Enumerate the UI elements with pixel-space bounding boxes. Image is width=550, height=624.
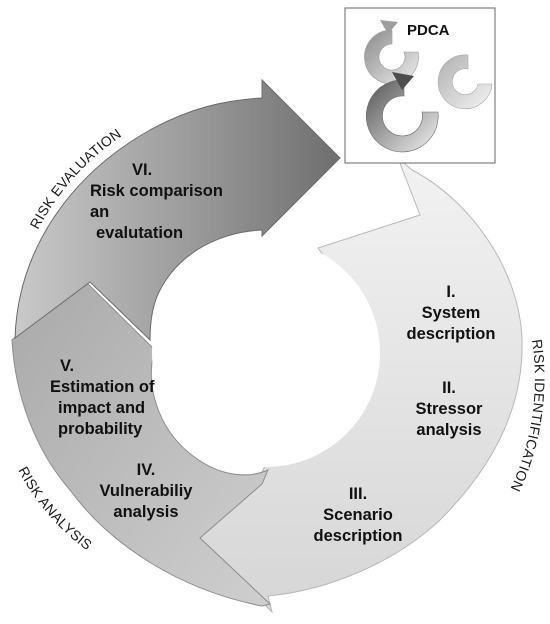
pdca-cycle-right-icon	[437, 54, 493, 110]
step-number: IV.	[136, 461, 156, 479]
pdca-cycle-small-arrowhead	[380, 20, 398, 34]
step-number: VI.	[132, 161, 153, 179]
step-number: V.	[60, 357, 75, 375]
pdca-title: PDCA	[407, 22, 450, 39]
step-line: analysis	[416, 421, 482, 439]
step-line: System	[421, 304, 481, 322]
step-line: an	[90, 203, 110, 221]
step-vulnerability-analysis: IV. Vulnerabiliy analysis	[86, 460, 206, 523]
step-estimation-impact-probability: V. Estimation of impact and probability	[50, 356, 192, 440]
pdca-cycle-small-icon	[364, 29, 419, 85]
step-stressor-analysis: II. Stressor analysis	[394, 378, 504, 441]
step-line: Vulnerabiliy	[99, 482, 193, 500]
step-line: evalutation	[96, 224, 184, 242]
analysis-arrow	[11, 279, 272, 607]
step-line: Estimation of	[50, 378, 155, 396]
step-number: II.	[442, 379, 456, 397]
step-line: description	[313, 527, 403, 545]
pdca-cycle-large-icon	[365, 79, 439, 153]
center-hole	[152, 239, 380, 467]
step-line: impact and	[58, 399, 146, 417]
step-line: Scenario	[323, 506, 393, 524]
step-line: Stressor	[415, 400, 483, 418]
evaluation-arrow	[14, 78, 341, 342]
step-risk-comparison-evaluation: VI. Risk comparison an evalutation	[78, 160, 248, 244]
step-line: description	[406, 325, 496, 343]
step-number: III.	[348, 485, 368, 503]
step-system-description: I. System description	[396, 282, 506, 345]
step-line: analysis	[113, 503, 179, 521]
step-line: Risk comparison	[90, 182, 223, 200]
step-number: I.	[446, 283, 456, 301]
pdca-inset: PDCA	[344, 7, 496, 164]
step-line: probability	[58, 420, 143, 438]
pdca-cycle-large-arrowhead	[392, 72, 414, 90]
step-scenario-description: III. Scenario description	[298, 484, 418, 547]
